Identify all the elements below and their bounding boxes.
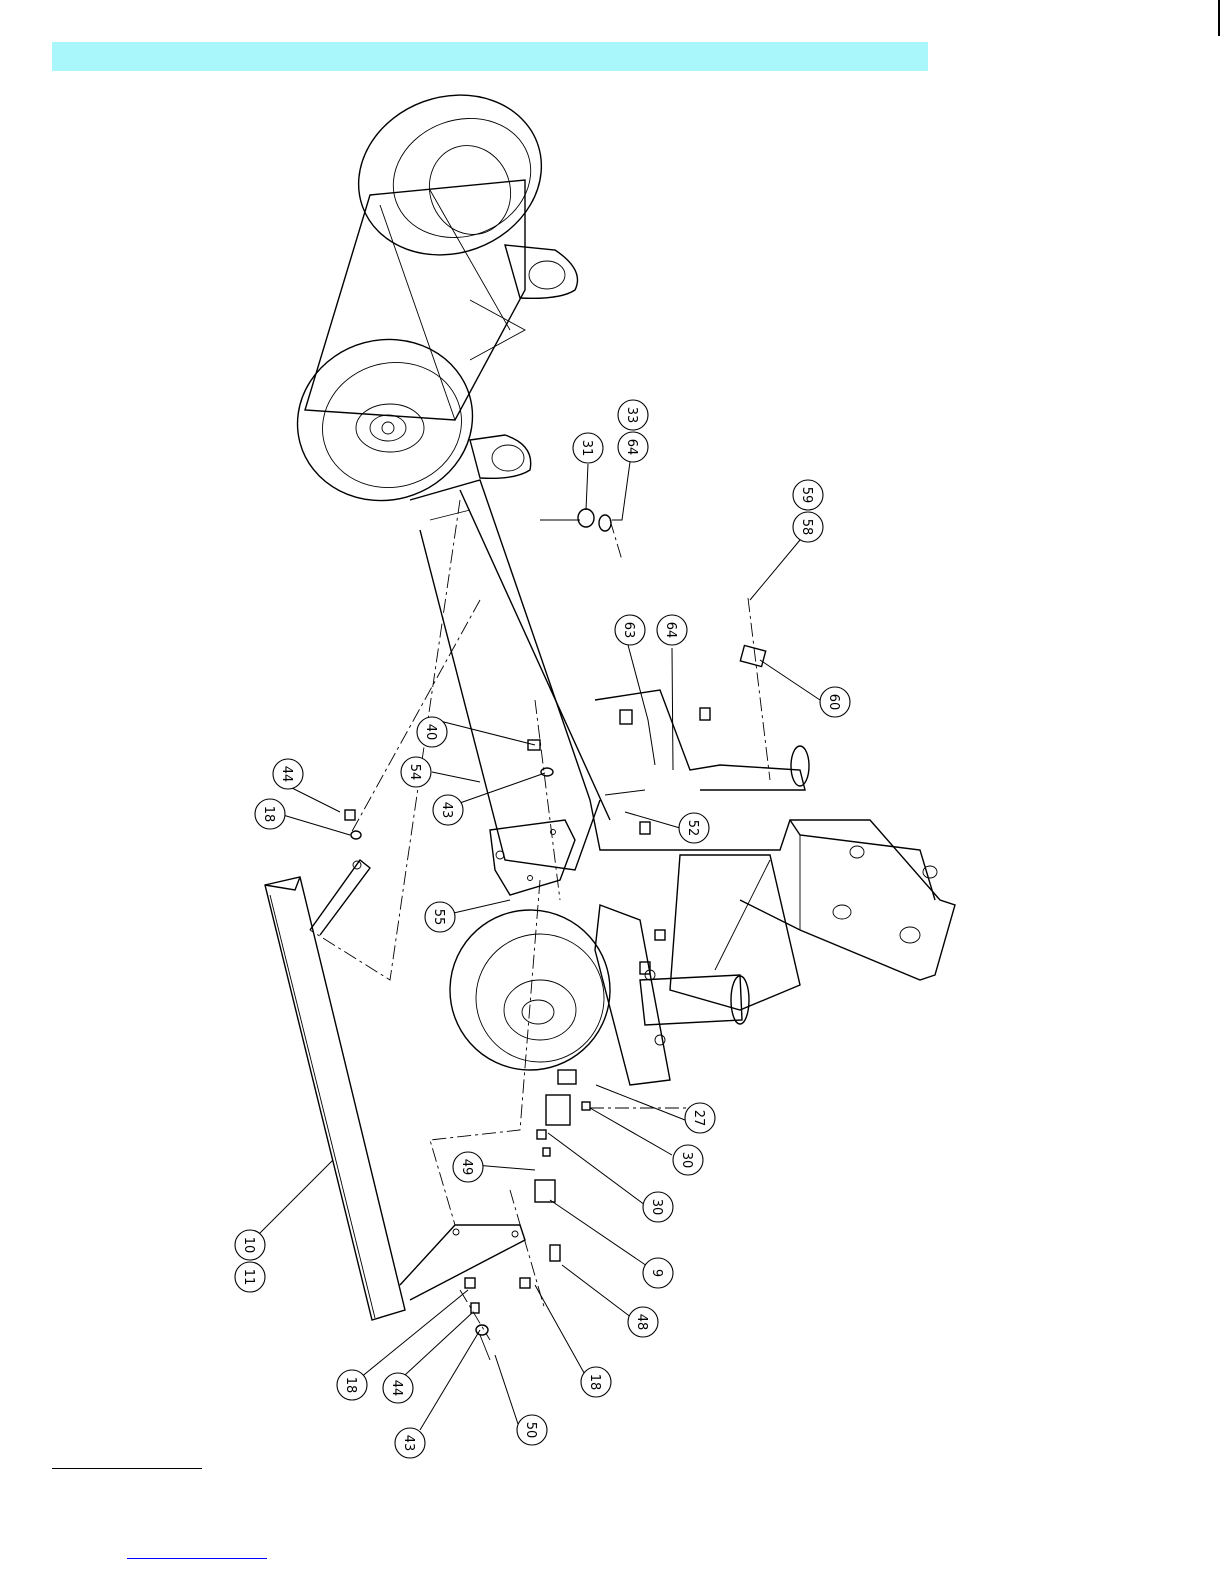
balloon-label: 60 (826, 694, 841, 711)
balloon-43-second: 43 (395, 1428, 425, 1458)
balloon-43: 43 (433, 795, 463, 825)
balloon-18: 18 (255, 799, 285, 829)
balloon-label: 9 (649, 1269, 664, 1277)
balloon-label: 64 (624, 439, 639, 456)
balloon-label: 10 (241, 1237, 256, 1254)
balloon-33: 33 (618, 400, 648, 430)
hardware-items (345, 509, 766, 1360)
balloon-44-second: 44 (383, 1373, 413, 1403)
balloon-60: 60 (820, 687, 850, 717)
balloon-18-third: 18 (337, 1370, 367, 1400)
balloon-54: 54 (401, 757, 431, 787)
balloon-label: 52 (685, 820, 700, 837)
mounting-plate (490, 820, 575, 895)
balloon-label: 54 (407, 764, 422, 781)
balloon-label: 59 (799, 487, 814, 504)
balloon-9: 9 (643, 1258, 673, 1288)
center-lines (310, 500, 770, 1340)
tow-handle (265, 860, 525, 1320)
balloon-label: 18 (587, 1374, 602, 1391)
balloon-10: 10 (235, 1230, 265, 1260)
balloon-18-second: 18 (581, 1367, 611, 1397)
balloon-label: 40 (423, 724, 438, 741)
balloon-label: 55 (431, 909, 446, 926)
rear-axle-lug-top (505, 245, 578, 298)
balloon-64-second: 64 (657, 615, 687, 645)
balloon-40: 40 (417, 717, 447, 747)
rear-wheel-assembly (279, 70, 577, 520)
balloon-label: 50 (523, 1422, 538, 1439)
balloon-44: 44 (273, 759, 303, 789)
balloon-64: 64 (618, 432, 648, 462)
balloon-label: 30 (679, 1152, 694, 1169)
rear-axle-tube (305, 180, 525, 420)
balloon-label: 48 (634, 1314, 649, 1331)
balloon-30-second: 30 (643, 1192, 673, 1222)
balloon-49: 49 (453, 1152, 483, 1182)
balloon-label: 43 (439, 802, 454, 819)
balloon-31: 31 (573, 433, 603, 463)
balloon-27: 27 (685, 1103, 715, 1133)
balloon-label: 43 (401, 1435, 416, 1452)
balloon-55: 55 (425, 902, 455, 932)
balloon-label: 11 (241, 1269, 256, 1286)
balloon-52: 52 (679, 813, 709, 843)
balloon-label: 30 (649, 1199, 664, 1216)
balloon-label: 18 (261, 806, 276, 823)
front-wheel (427, 887, 632, 1092)
balloon-label: 44 (389, 1380, 404, 1397)
balloon-label: 49 (459, 1159, 474, 1176)
main-frame (410, 480, 955, 980)
balloon-label: 58 (799, 519, 814, 536)
balloon-label: 44 (279, 766, 294, 783)
balloon-label: 33 (624, 407, 639, 424)
balloon-50: 50 (517, 1415, 547, 1445)
balloon-48: 48 (628, 1307, 658, 1337)
rear-wheel-near (279, 320, 490, 520)
balloon-label: 27 (691, 1110, 706, 1127)
balloon-label: 18 (343, 1377, 358, 1394)
balloon-label: 63 (621, 622, 636, 639)
rear-wheel-far (336, 70, 564, 280)
leader-lines (258, 462, 820, 1430)
balloon-label: 31 (579, 440, 594, 457)
balloon-58: 58 (793, 512, 823, 542)
balloon-30: 30 (673, 1145, 703, 1175)
balloon-63: 63 (615, 615, 645, 645)
balloon-11: 11 (235, 1262, 265, 1292)
balloon-59: 59 (793, 480, 823, 510)
balloon-label: 64 (663, 622, 678, 639)
rear-axle-lug-bottom (470, 435, 531, 478)
front-steer-assembly (595, 690, 809, 1085)
